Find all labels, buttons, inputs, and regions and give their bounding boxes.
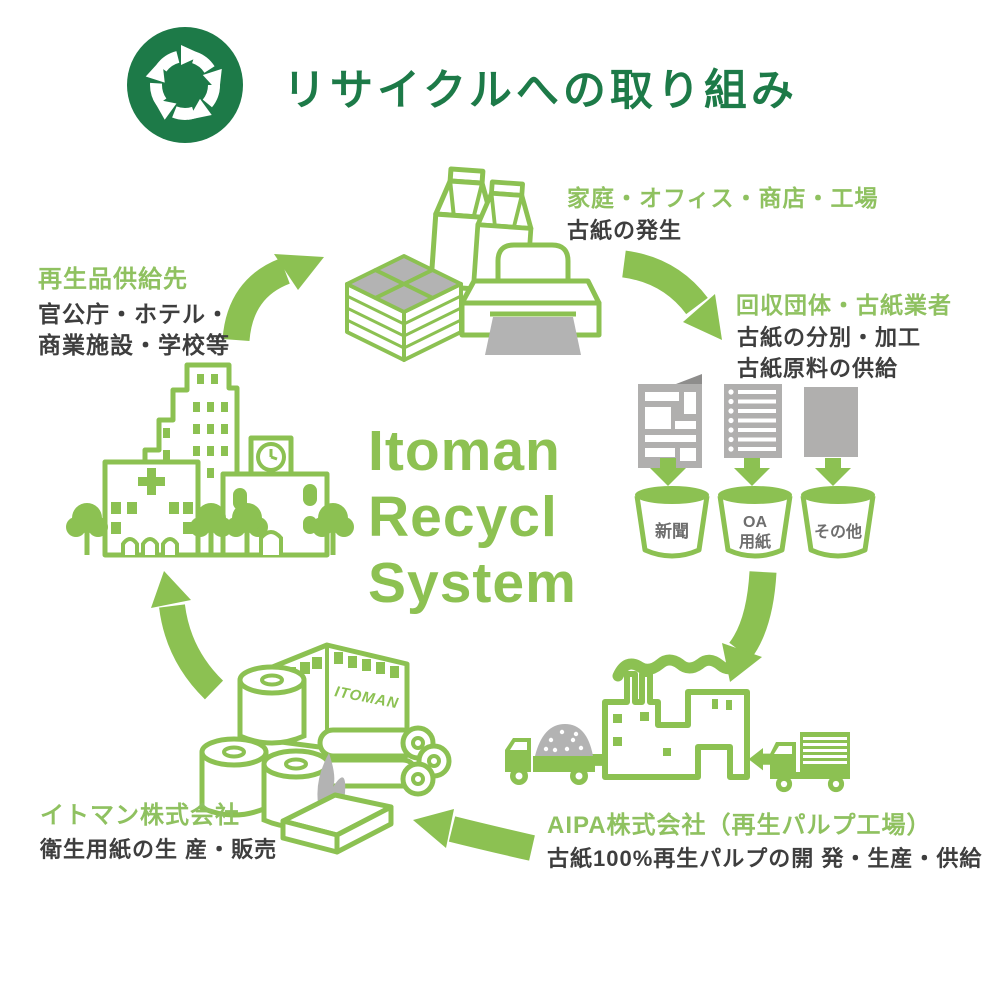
generation-desc: 古紙の発生 [567,218,683,243]
pulp-factory-icon [572,654,779,780]
collection-heading: 回収団体・古紙業者 [736,292,952,318]
public-building [102,459,201,558]
newspaper-bin-label: 新聞 [655,521,689,541]
down-arrow-icon [815,458,851,486]
cross-icon [138,468,165,495]
factory-windows [613,699,732,756]
other-bin-label: その他 [814,522,862,541]
collection-desc-line1: 古紙の分別・加工 [737,325,922,350]
recycle-arrows-icon [127,27,243,143]
flow-arrow-pulp-plant-to-itoman [413,809,535,861]
supply-heading: 再生品供給先 [38,266,188,293]
smoke-icon [612,654,744,682]
supply-desc-line2: 商業施設・学校等 [38,332,230,358]
tissue-box-icon [280,753,394,855]
page-title: リサイクルへの取り組み [283,67,798,115]
lined-paper-document-icon [724,384,782,458]
oa-bin-label-line2: 用紙 [739,532,771,551]
pulp-plant-heading: AIPA株式会社（再生パルプ工場） [547,812,932,839]
oa-bin-label-line1: OA [743,514,767,531]
paper-bundles-icon [345,254,463,362]
logo-line-3: System [368,551,577,615]
pulp-dots [543,729,584,753]
itoman-heading: イトマン株式会社 [40,802,240,829]
itoman-desc: 衛生用紙の生 産・販売 [40,837,278,862]
flow-arrow-itoman-to-supply [151,571,224,700]
flow-arrow-supply-to-generation [222,254,324,342]
arched-doors [121,537,179,555]
city-buildings-icon [66,362,354,558]
school-door [259,530,283,555]
other-bin: その他 [801,486,875,556]
printer-icon [459,242,602,355]
clock-icon [256,442,286,472]
down-arrow-icon [734,458,770,486]
paper-truck-icon [770,732,850,793]
logo-line-1: Itoman [368,419,561,483]
oa-paper-bin: OA 用紙 [718,486,792,556]
paper-log-rolls-icon [317,725,452,797]
newspaper-bin: 新聞 [635,486,709,556]
pulp-truck-icon [505,724,595,785]
supply-desc-line1: 官公庁・ホテル・ [38,301,230,327]
newspaper-document-icon [638,374,702,468]
building-windows [111,502,193,534]
flow-arrow-generation-to-collection [621,250,722,340]
collection-desc-line2: 古紙原料の供給 [737,356,899,381]
generation-heading: 家庭・オフィス・商店・工場 [567,185,879,211]
other-paper-document-icon [804,387,858,457]
pulp-plant-desc: 古紙100%再生パルプの開 発・生産・供給 [547,846,983,871]
logo-line-2: Recycl [368,485,558,549]
